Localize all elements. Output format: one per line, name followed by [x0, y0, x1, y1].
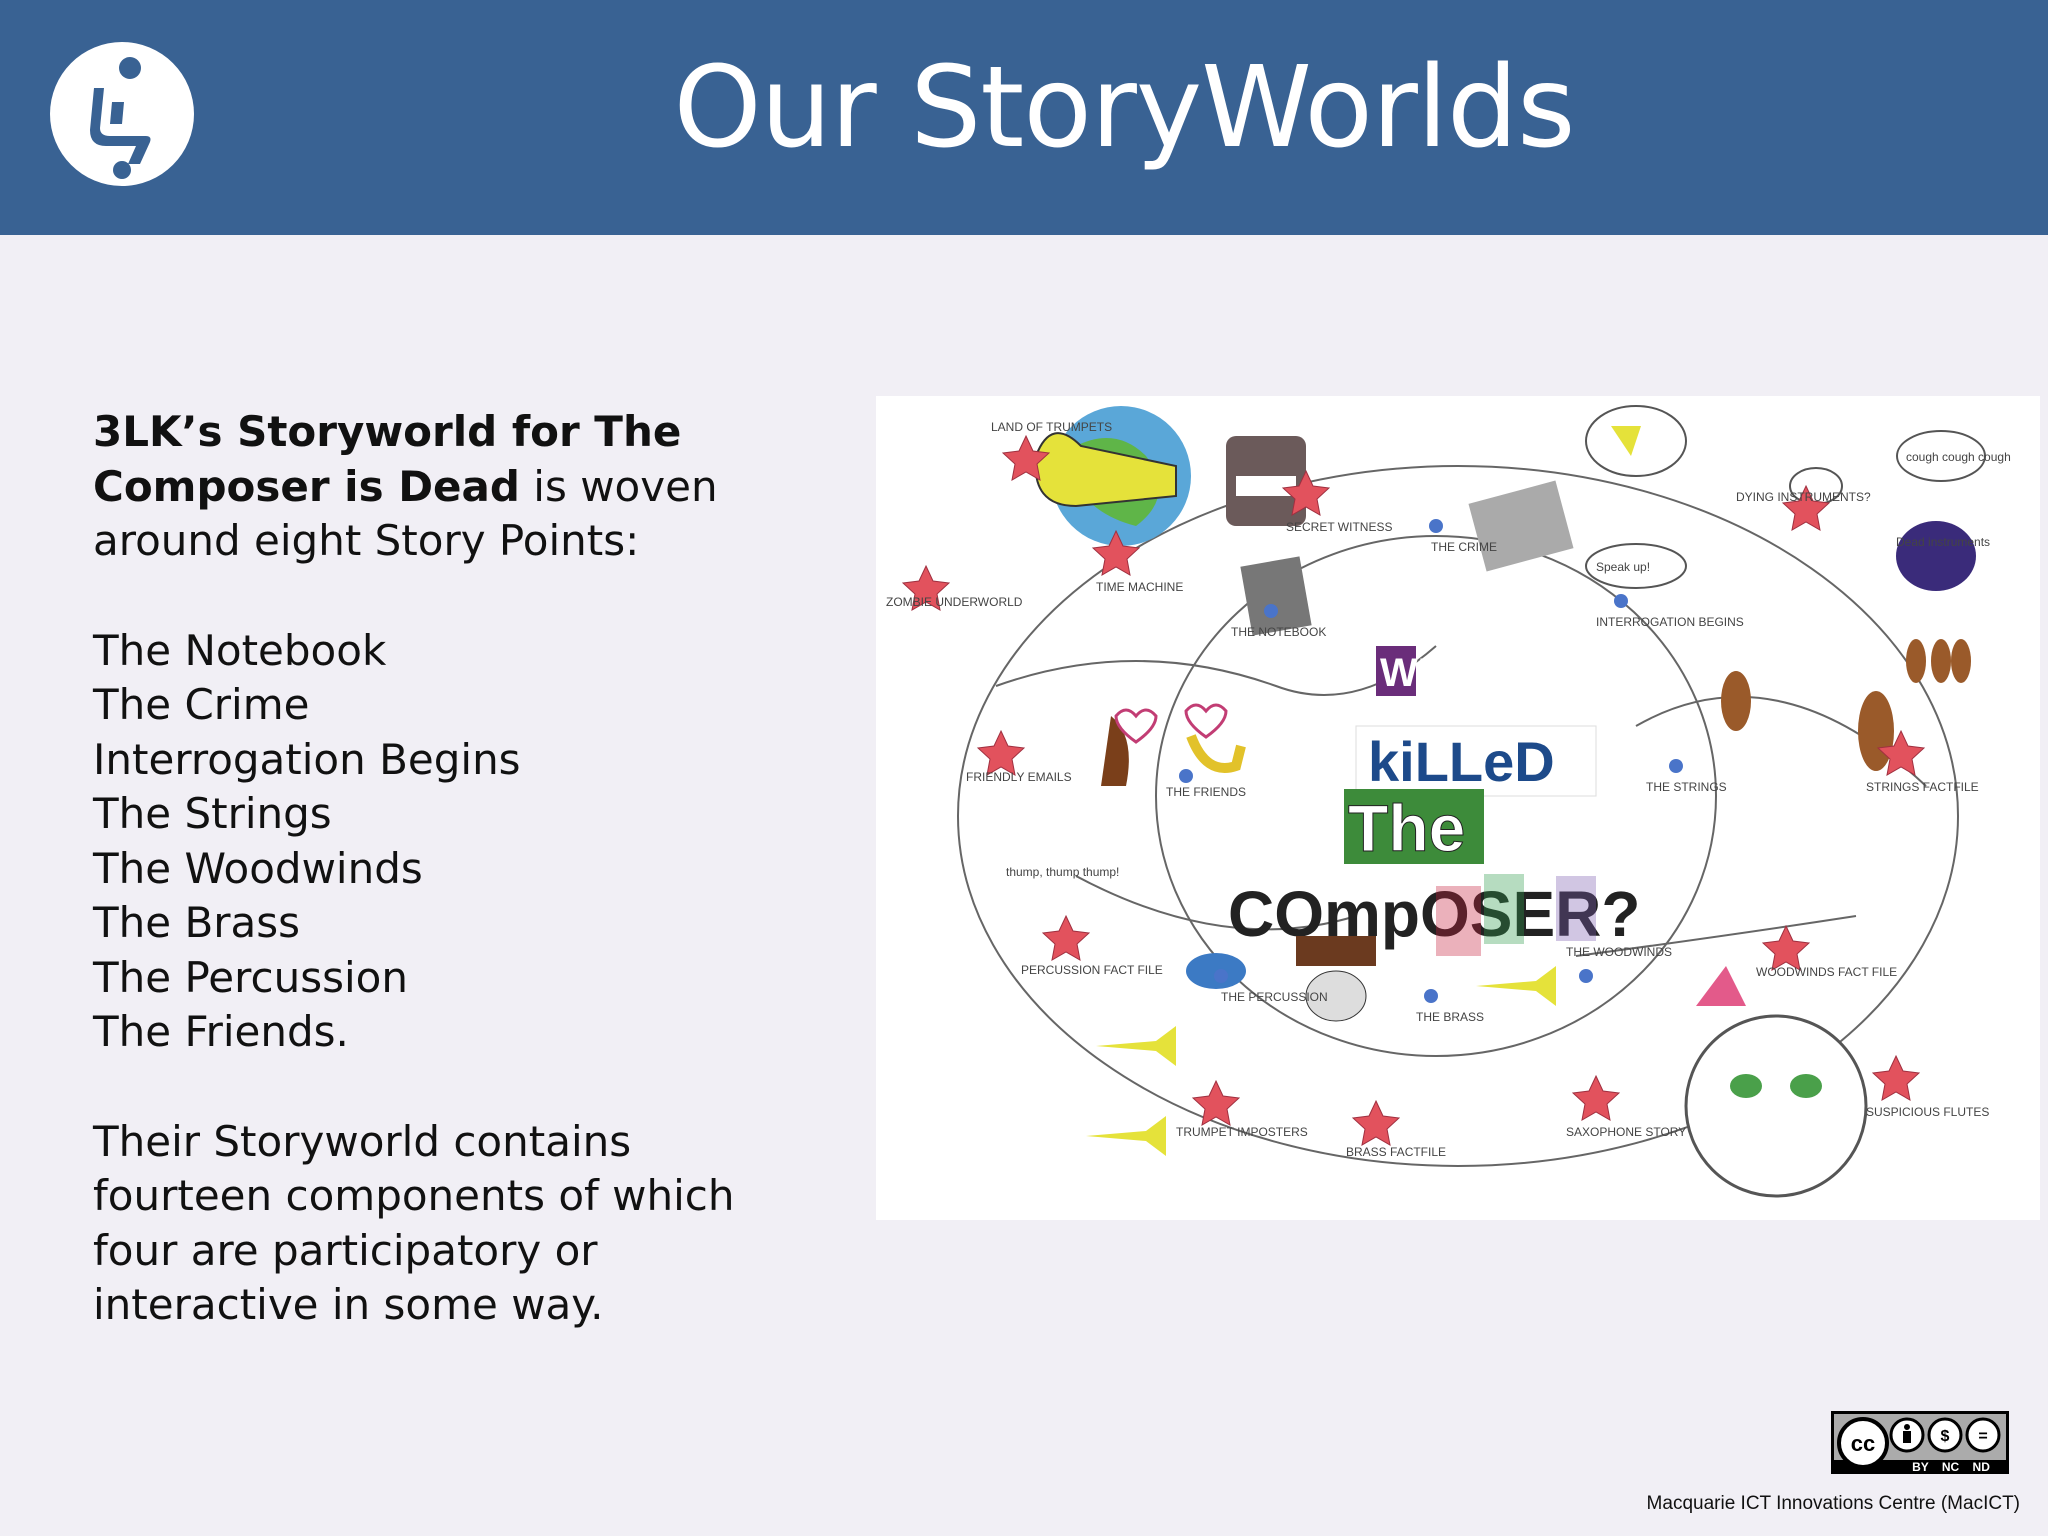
story-point: The Notebook — [93, 625, 387, 675]
story-point: The Crime — [93, 680, 310, 729]
page-title: Our StoryWorlds — [673, 43, 1576, 173]
intro-bold: 3LK’s Storyworld for The Composer is Dea… — [93, 407, 682, 511]
footer-credit: Macquarie ICT Innovations Centre (MacICT… — [1646, 1493, 2020, 1514]
label-suspicious-flutes: SUSPICIOUS FLUTES — [1866, 1105, 1989, 1119]
headline-line-3: The — [1348, 791, 1465, 865]
label-time-machine: TIME MACHINE — [1096, 580, 1183, 594]
label-land-of-trumpets: LAND OF TRUMPETS — [991, 420, 1112, 434]
label-speak-up: Speak up! — [1596, 560, 1650, 574]
label-the-friends: THE FRIENDS — [1166, 785, 1246, 799]
label-saxophone-story: SAXOPHONE STORY — [1566, 1125, 1686, 1139]
body-text: 3LK’s Storyworld for The Composer is Dea… — [93, 405, 813, 1333]
story-point: The Brass — [93, 898, 301, 947]
cc-badge-text: BY NC ND — [1912, 1460, 1990, 1474]
svg-text:=: = — [1978, 1428, 1987, 1445]
logo-icon — [50, 42, 194, 186]
label-the-woodwinds: THE WOODWINDS — [1566, 945, 1672, 959]
label-the-crime: THE CRIME — [1431, 540, 1497, 554]
label-strings-factfile: STRINGS FACTFILE — [1866, 780, 1979, 794]
label-cough: cough cough cough — [1906, 450, 2011, 464]
story-point: Interrogation Begins — [93, 734, 521, 784]
label-interrogation-begins: INTERROGATION BEGINS — [1596, 615, 1744, 629]
story-point: The Woodwinds — [93, 843, 423, 893]
label-dying-instruments: DYING INSTRUMENTS? — [1736, 490, 1871, 504]
label-the-brass: THE BRASS — [1416, 1010, 1484, 1024]
intro-rest: is woven around eight Story Points: — [93, 461, 718, 566]
label-thump: thump, thump thump! — [1006, 865, 1119, 879]
intro-paragraph: 3LK’s Storyworld for The Composer is Dea… — [93, 405, 813, 569]
headline-line-2: kiLLeD — [1368, 730, 1555, 793]
label-friendly-emails: FRIENDLY EMAILS — [966, 770, 1072, 784]
label-zombie-underworld: ZOMBIE UNDERWORLD — [886, 595, 1023, 609]
cc-license-icon: cc $ = BY NC ND — [1831, 1411, 2009, 1474]
label-the-notebook: THE NOTEBOOK — [1231, 625, 1326, 639]
story-point: The Percussion — [93, 952, 408, 1002]
label-woodwinds-fact-file: WOODWINDS FACT FILE — [1756, 965, 1897, 979]
headline: WHO kiLLeD The COmpOSER? — [1228, 646, 1640, 956]
label-the-strings: THE STRINGS — [1646, 780, 1727, 794]
label-the-percussion: THE PERCUSSION — [1221, 990, 1328, 1004]
svg-text:$: $ — [1941, 1428, 1950, 1445]
header-bar: Our StoryWorlds — [0, 0, 2048, 235]
label-dead-instruments: Dead instruments — [1896, 535, 1990, 549]
label-percussion-fact-file: PERCUSSION FACT FILE — [1021, 963, 1163, 977]
label-secret-witness: SECRET WITNESS — [1286, 520, 1392, 534]
label-trumpet-imposters: TRUMPET IMPOSTERS — [1176, 1125, 1308, 1139]
headline-line-1: WHO — [1380, 651, 1478, 695]
story-point: The Friends. — [93, 1007, 349, 1056]
story-point: The Strings — [93, 789, 332, 838]
storyworld-illustration: WHO kiLLeD The COmpOSER? — [876, 396, 2040, 1220]
summary-paragraph: Their Storyworld contains fourteen compo… — [93, 1116, 735, 1330]
svg-text:cc: cc — [1851, 1431, 1875, 1456]
label-brass-factfile: BRASS FACTFILE — [1346, 1145, 1446, 1159]
